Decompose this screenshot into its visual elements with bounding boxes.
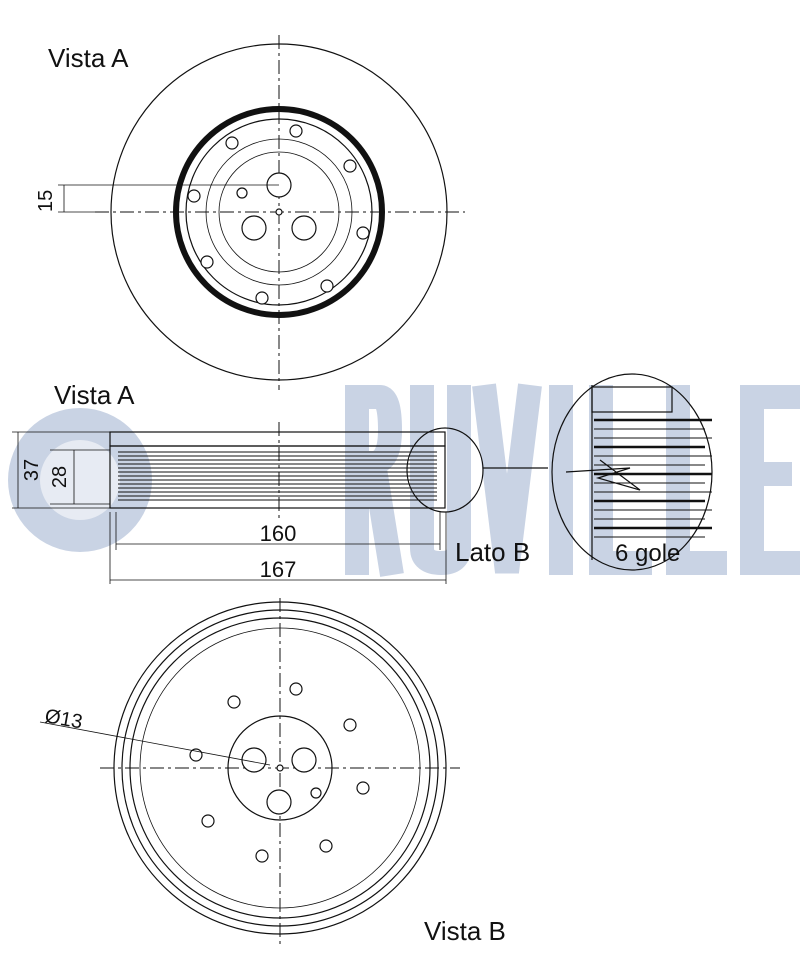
center-hole: [276, 764, 284, 772]
dim-width-167: 167: [260, 557, 297, 582]
side-view-pulley: [12, 422, 548, 584]
bolt-hole: [255, 291, 269, 305]
pin-hole: [310, 787, 322, 799]
watermark-lettering: [345, 383, 800, 577]
bolt-hole: [320, 279, 334, 293]
center-hole: [275, 208, 283, 216]
mount-hole: [291, 747, 317, 773]
bolt-hole: [356, 781, 370, 795]
detail-grooves-label: 6 gole: [615, 540, 680, 567]
dim-offset-15: 15: [35, 190, 57, 212]
bolt-hole: [343, 718, 357, 732]
bolt-hole: [319, 839, 333, 853]
bottom-view-title: Vista B: [424, 916, 506, 946]
dim-height-28: 28: [49, 466, 71, 488]
bolt-hole: [227, 695, 241, 709]
pin-hole: [236, 187, 248, 199]
mount-hole: [266, 789, 292, 815]
dim-height-37: 37: [21, 459, 43, 481]
mount-hole: [241, 747, 267, 773]
bolt-hole: [343, 159, 357, 173]
dim-width-160: 160: [260, 521, 297, 546]
bolt-hole: [225, 136, 239, 150]
bottom-view-pulley: [39, 598, 460, 945]
bolt-hole: [200, 255, 214, 269]
bolt-hole: [289, 124, 303, 138]
bolt-hole: [201, 814, 215, 828]
top-view-title: Vista A: [48, 43, 129, 73]
bolt-hole: [289, 682, 303, 696]
dim-hole-diameter: Ø13: [43, 705, 84, 733]
bolt-hole: [356, 226, 370, 240]
side-label-lato-b: Lato B: [455, 537, 530, 567]
bolt-hole: [187, 189, 201, 203]
groove-detail: [551, 373, 713, 571]
top-view-pulley: [58, 35, 465, 390]
mount-hole: [241, 215, 267, 241]
ruville-watermark: [8, 383, 800, 577]
bolt-hole: [255, 849, 269, 863]
mount-hole: [291, 215, 317, 241]
side-view-title: Vista A: [54, 380, 135, 410]
